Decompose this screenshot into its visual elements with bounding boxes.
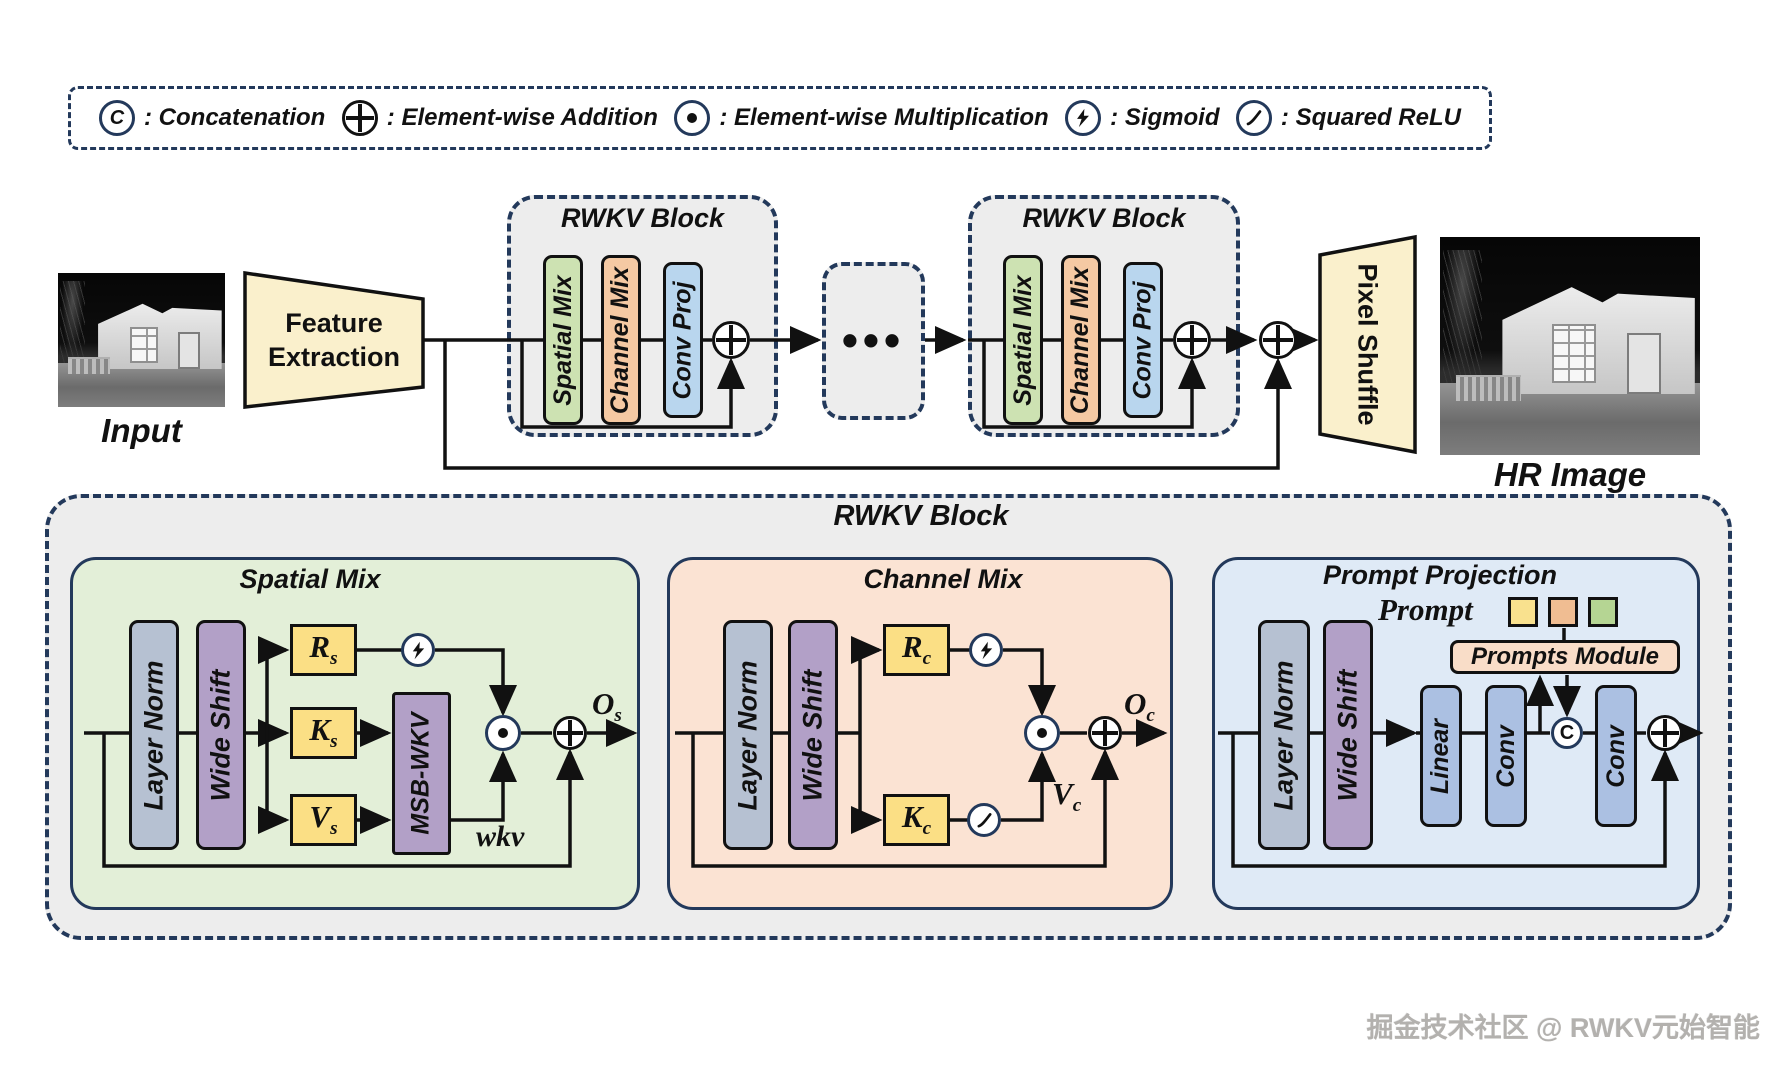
oc-label: Oc <box>1124 686 1155 727</box>
prompt-label: Prompt <box>1378 592 1473 627</box>
os-label: Os <box>592 686 622 727</box>
prompt-projection-title: Prompt Projection <box>1322 560 1558 590</box>
wide-shift-bar: Wide Shift <box>196 620 246 850</box>
vs-box: Vs <box>290 794 357 846</box>
kc-box: Kc <box>883 794 950 846</box>
building-shape <box>1502 287 1695 394</box>
wkv-label: wkv <box>476 820 525 853</box>
ellipsis-dots: ••• <box>841 314 906 366</box>
conv-proj-bar-2: Conv Proj <box>1123 262 1163 418</box>
input-label: Input <box>101 412 182 449</box>
wide-shift-bar: Wide Shift <box>1323 620 1373 850</box>
prompts-module-box: Prompts Module <box>1450 640 1680 674</box>
legend-label: : Element-wise Multiplication <box>719 104 1049 131</box>
legend-label: : Sigmoid <box>1110 104 1220 131</box>
layer-norm-bar: Layer Norm <box>723 620 773 850</box>
sigmoid-icon <box>969 633 1003 667</box>
prompt-token-green <box>1588 597 1618 627</box>
rwkv-block-2-title: RWKV Block <box>1022 203 1186 233</box>
window-shape <box>1551 324 1596 384</box>
add-icon <box>1173 321 1211 359</box>
prompt-token-yellow <box>1508 597 1538 627</box>
vc-label: Vc <box>1052 776 1082 817</box>
multiply-icon <box>674 100 711 136</box>
linear-bar: Linear <box>1420 685 1462 827</box>
layer-norm-bar: Layer Norm <box>1258 620 1310 850</box>
legend-item-sigmoid: : Sigmoid <box>1065 100 1219 136</box>
rc-box: Rc <box>883 624 950 676</box>
legend-label: : Concatenation <box>144 104 326 131</box>
rwkv-block-1-title: RWKV Block <box>560 203 725 233</box>
channel-mix-bar-1: Channel Mix <box>601 255 641 425</box>
channel-mix-bar-2: Channel Mix <box>1061 255 1101 425</box>
conv-bar-2: Conv <box>1595 685 1637 827</box>
legend-item-addition: : Element-wise Addition <box>341 100 658 136</box>
msb-wkv-bar: MSB-WKV <box>392 692 451 855</box>
add-icon <box>341 100 378 136</box>
feature-extraction-label: Feature Extraction <box>267 308 401 372</box>
concat-icon: C <box>99 100 135 136</box>
door-shape <box>178 331 200 370</box>
squared-relu-icon <box>967 803 1001 837</box>
feature-extraction-trapezoid <box>243 270 425 409</box>
conv-proj-bar-1: Conv Proj <box>663 262 703 418</box>
channel-mix-title: Channel Mix <box>863 564 1023 594</box>
tree-shape <box>1442 250 1482 386</box>
layer-norm-bar: Layer Norm <box>129 620 179 850</box>
add-icon <box>1259 321 1297 359</box>
door-shape <box>1627 332 1661 394</box>
tree-shape <box>59 281 85 365</box>
squared-relu-icon <box>1235 100 1272 136</box>
spatial-mix-title: Spatial Mix <box>239 564 381 594</box>
fence-shape <box>68 356 110 374</box>
add-icon <box>553 716 587 750</box>
spatial-mix-bar-2: Spatial Mix <box>1003 255 1043 425</box>
ellipsis-box <box>822 262 925 420</box>
sigmoid-icon <box>1065 100 1102 136</box>
multiply-icon <box>1024 715 1060 751</box>
rs-box: Rs <box>290 624 357 676</box>
spatial-mix-bar-1: Spatial Mix <box>543 255 583 425</box>
wide-shift-bar: Wide Shift <box>788 620 838 850</box>
pixel-shuffle-label: Pixel Shuffle <box>1353 263 1384 427</box>
legend-item-concatenation: C : Concatenation <box>99 100 325 136</box>
prompt-token-orange <box>1548 597 1578 627</box>
legend-item-squared-relu: : Squared ReLU <box>1235 100 1461 136</box>
legend-bar: C : Concatenation : Element-wise Additio… <box>68 86 1492 150</box>
legend-label: : Squared ReLU <box>1280 104 1461 131</box>
multiply-icon <box>485 715 521 751</box>
pixel-shuffle-trapezoid <box>1318 234 1417 455</box>
legend-item-multiplication: : Element-wise Multiplication <box>674 100 1049 136</box>
legend-label: : Element-wise Addition <box>386 104 658 131</box>
hr-image-label: HR Image <box>1493 456 1647 493</box>
watermark: 掘金技术社区 @ RWKV元始智能 <box>1366 1013 1760 1043</box>
building-shape <box>98 303 222 370</box>
window-shape <box>129 326 159 363</box>
input-image <box>58 273 225 407</box>
concat-icon: C <box>1551 717 1583 749</box>
conv-bar-1: Conv <box>1485 685 1527 827</box>
rwkv-detail-title: RWKV Block <box>833 500 1009 532</box>
add-icon <box>1647 715 1683 751</box>
ks-box: Ks <box>290 707 357 759</box>
hr-image <box>1440 237 1700 455</box>
add-icon <box>712 321 750 359</box>
fence-shape <box>1455 374 1521 401</box>
sigmoid-icon <box>401 633 435 667</box>
add-icon <box>1088 716 1122 750</box>
